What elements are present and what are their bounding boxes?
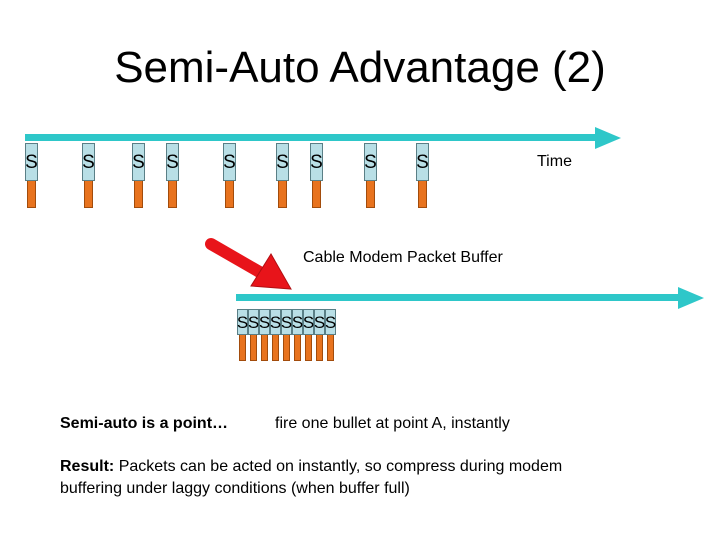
top-packet-7: S [310,143,323,208]
packet-stem [418,181,427,208]
buffer-packet-6: S [292,309,303,361]
top-timeline [25,134,600,141]
top-timeline-arrowhead [595,127,621,149]
top-packet-1: S [25,143,38,208]
time-label: Time [537,153,572,170]
buffer-label: Cable Modem Packet Buffer [303,249,503,266]
packet-head: S [303,309,314,335]
packet-stem [250,335,257,361]
packet-head: S [82,143,95,181]
packet-stem [316,335,323,361]
packet-stem [239,335,246,361]
packet-head: S [314,309,325,335]
slide-title: Semi-Auto Advantage (2) [114,43,606,92]
packet-stem [327,335,334,361]
red-arrow-icon [205,238,292,290]
top-packet-6: S [276,143,289,208]
packet-stem [225,181,234,208]
packet-stem [261,335,268,361]
packet-head: S [281,309,292,335]
buffer-packet-9: S [325,309,336,361]
packet-head: S [270,309,281,335]
top-packet-2: S [82,143,95,208]
top-packet-5: S [223,143,236,208]
packet-head: S [223,143,236,181]
buffer-packet-1: S [237,309,248,361]
result-body: Packets can be acted on instantly, so co… [60,458,563,497]
packet-head: S [166,143,179,181]
result-text: Result: Packets can be acted on instantl… [60,456,620,500]
packet-stem [134,181,143,208]
packet-head: S [259,309,270,335]
packet-head: S [416,143,429,181]
packet-head: S [132,143,145,181]
top-packet-9: S [416,143,429,208]
packet-stem [272,335,279,361]
buffer-packet-7: S [303,309,314,361]
packet-head: S [310,143,323,181]
packet-head: S [276,143,289,181]
packet-stem [84,181,93,208]
buffer-packet-5: S [281,309,292,361]
packet-stem [305,335,312,361]
buffer-packet-4: S [270,309,281,361]
result-label: Result: [60,458,115,475]
packet-head: S [364,143,377,181]
top-packet-4: S [166,143,179,208]
bottom-timeline [236,294,682,301]
packet-stem [366,181,375,208]
fire-text: fire one bullet at point A, instantly [275,415,510,432]
buffer-packet-2: S [248,309,259,361]
packet-head: S [292,309,303,335]
bottom-timeline-arrowhead [678,287,704,309]
buffer-packet-3: S [259,309,270,361]
buffer-packet-8: S [314,309,325,361]
packet-head: S [325,309,336,335]
packet-stem [312,181,321,208]
semi-auto-label: Semi-auto is a point… [60,415,229,432]
packet-head: S [237,309,248,335]
packet-head: S [248,309,259,335]
packet-stem [27,181,36,208]
packet-stem [283,335,290,361]
packet-head: S [25,143,38,181]
packet-stem [294,335,301,361]
top-packet-8: S [364,143,377,208]
packet-stem [168,181,177,208]
packet-stem [278,181,287,208]
top-packet-3: S [132,143,145,208]
